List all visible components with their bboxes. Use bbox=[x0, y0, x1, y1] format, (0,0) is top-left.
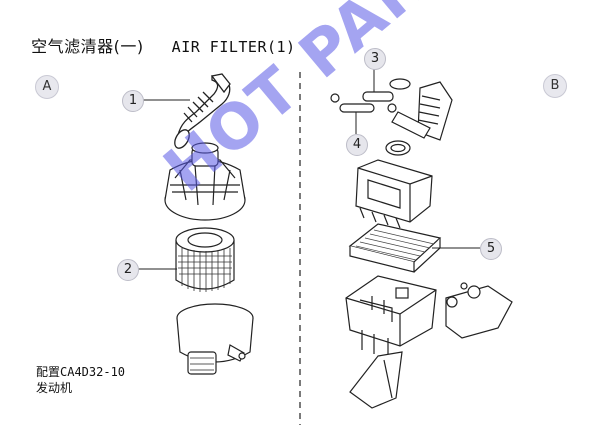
note-line-2: 发动机 bbox=[36, 381, 73, 395]
note-line-1: 配置CA4D32-10 bbox=[36, 365, 126, 379]
callout-2: 2 bbox=[117, 259, 139, 281]
diagram-title: 空气滤清器(一) AIR FILTER(1) bbox=[20, 14, 296, 57]
callout-4: 4 bbox=[346, 134, 368, 156]
title-zh: 空气滤清器(一) bbox=[31, 37, 144, 56]
filter-housing-part bbox=[176, 303, 254, 375]
filter-cover-part bbox=[164, 142, 246, 221]
engine-note: 配置CA4D32-10 发动机 bbox=[36, 364, 125, 396]
section-a-badge: A bbox=[35, 75, 59, 99]
callout-1: 1 bbox=[122, 90, 144, 112]
short-tube-part bbox=[362, 91, 394, 102]
callout-3: 3 bbox=[364, 48, 386, 70]
hose-clamp-part bbox=[330, 93, 397, 113]
upper-cover-part bbox=[355, 159, 433, 229]
callout-5: 5 bbox=[480, 238, 502, 260]
intake-hose-part bbox=[174, 73, 231, 149]
filter-element-part bbox=[175, 227, 235, 292]
mounting-bracket-part bbox=[349, 282, 513, 409]
inlet-hose-part bbox=[385, 78, 453, 156]
section-b-badge: B bbox=[543, 74, 567, 98]
lower-housing-part bbox=[345, 275, 437, 358]
title-en: AIR FILTER(1) bbox=[171, 38, 296, 56]
panel-filter-part bbox=[348, 223, 442, 273]
